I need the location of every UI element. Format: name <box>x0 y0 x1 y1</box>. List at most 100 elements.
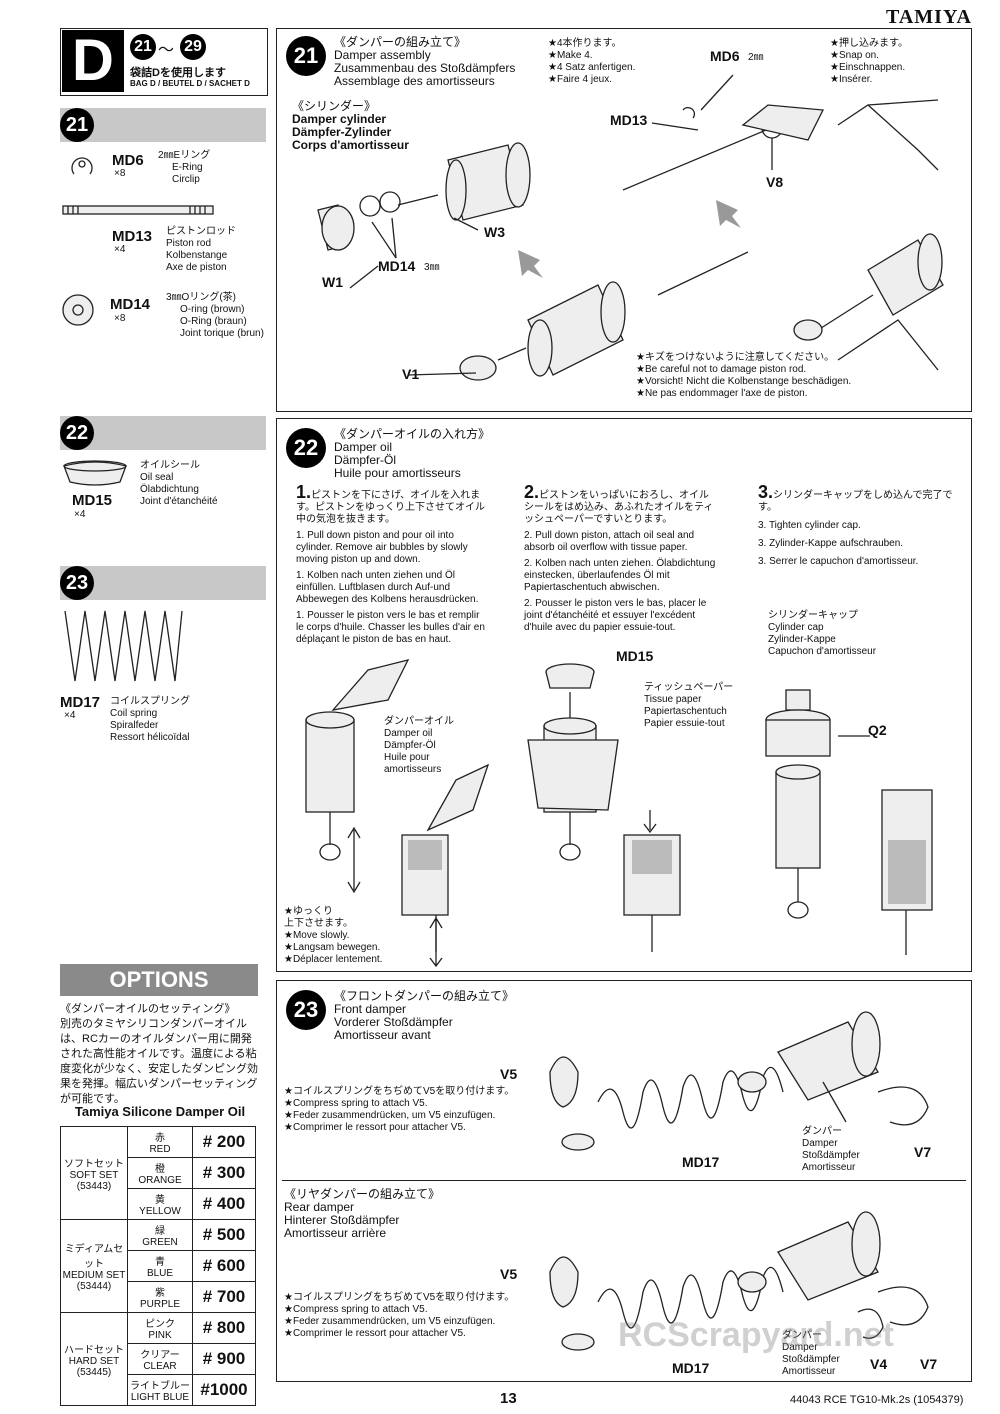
cylinder-cap-drawing <box>765 689 933 955</box>
side-step-23-badge: 23 <box>60 566 94 600</box>
step-21-diagram <box>317 74 944 381</box>
make-four-note: ★4本作ります。★Make 4.★4 Satz anfertigen.★Fair… <box>548 38 636 85</box>
rod-care-note: ★キズをつけないように注意してください。★Be careful not to d… <box>636 352 852 399</box>
e-ring-icon <box>71 157 93 175</box>
front-compress-note: ★コイルスプリングをちぢめてV5を取り付けます。★Compress spring… <box>284 1086 515 1133</box>
piston-rod-drawing <box>622 104 825 191</box>
step-22-badge: 22 <box>286 428 326 468</box>
bag-letter: D <box>62 30 124 92</box>
page-number: 13 <box>500 1390 517 1407</box>
options-heading: OPTIONS <box>60 964 258 996</box>
step-22-diagram <box>305 659 933 968</box>
label-md6: MD6 <box>710 48 740 64</box>
options-subheading: Tamiya Silicone Damper Oil <box>74 1104 246 1119</box>
label-3mm: 3㎜ <box>424 262 440 273</box>
oil-fill-drawing <box>305 659 490 968</box>
oil-seal-install-drawing <box>527 663 681 952</box>
part-md6-code: MD6 <box>112 152 144 169</box>
damper-assembly-drawing <box>459 251 749 381</box>
piston-rod-icon <box>62 205 214 215</box>
brand-logo: TAMIYA <box>885 6 972 28</box>
front-label-md17: MD17 <box>682 1154 720 1170</box>
part-md14-desc: 3㎜Oリング(茶)O-ring (brown)O-Ring (braun)Joi… <box>166 292 264 339</box>
side-step-22-badge: 22 <box>60 416 94 450</box>
front-damper-drawing <box>549 1011 929 1151</box>
step-from-badge: 21 <box>130 34 156 60</box>
part-md13-code: MD13 <box>112 228 153 245</box>
oil-step-3-text: 3.シリンダーキャップをしめ込んで完了です。 3. Tighten cylind… <box>758 482 953 567</box>
bag-en: BAG D / BEUTEL D / SACHET D <box>130 79 250 88</box>
move-slowly-note: ★ゆっくり上下させます。★Move slowly.★Langsam bewege… <box>284 906 383 965</box>
damper-rod-view-drawing <box>793 233 944 371</box>
bag-header <box>60 28 268 96</box>
label-md15: MD15 <box>616 648 654 664</box>
part-md6-qty: ×8 <box>114 168 126 179</box>
rear-label-v5: V5 <box>500 1266 518 1282</box>
step-21-badge: 21 <box>286 36 326 76</box>
rear-label-md17: MD17 <box>672 1360 710 1376</box>
part-md14-code: MD14 <box>110 296 151 313</box>
part-md17-code: MD17 <box>60 694 101 711</box>
oil-step-2-text: 2.ピストンをいっぱいにおろし、オイルシールをはめ込み、あふれたオイルをティッシ… <box>524 482 716 633</box>
side-step-21-badge: 21 <box>60 108 94 142</box>
side-step-22-bar: 22 <box>60 416 266 450</box>
part-md17-qty: ×4 <box>64 710 76 721</box>
oil-step-1-text: 1.ピストンを下にさげ、オイルを入れます。ピストンをゆっくり上下させてオイル中の… <box>296 482 485 645</box>
step-23-badge: 23 <box>286 990 326 1030</box>
part-md14-qty: ×8 <box>114 313 126 324</box>
label-2mm: 2㎜ <box>748 52 764 63</box>
step-to-badge: 29 <box>180 34 206 60</box>
front-label-v7: V7 <box>914 1144 932 1160</box>
rear-label-v7: V7 <box>920 1356 938 1372</box>
part-md13-qty: ×4 <box>114 244 126 255</box>
options-text: 《ダンパーオイルのセッティング》別売のタミヤシリコンダンパーオイルは、RCカーの… <box>60 1003 258 1105</box>
damper-cylinder-drawing <box>317 142 531 251</box>
label-v8: V8 <box>766 174 784 190</box>
front-label-v5: V5 <box>500 1066 518 1082</box>
o-ring-icon <box>62 294 94 326</box>
step-23-diagram <box>549 1011 929 1351</box>
rear-damper-drawing <box>549 1211 929 1351</box>
label-w1: W1 <box>322 274 343 290</box>
rear-label-v4: V4 <box>870 1356 888 1372</box>
label-q2: Q2 <box>868 722 887 738</box>
bag-jp: 袋詰Dを使用します <box>130 67 226 79</box>
section-divider <box>282 1180 966 1181</box>
label-v1: V1 <box>402 366 420 382</box>
coil-spring-icon <box>64 610 183 682</box>
watermark: RCScrapyard.net <box>618 1316 894 1354</box>
oil-seal-icon <box>63 460 127 486</box>
snap-on-note: ★押し込みます。★Snap on.★Einschnappen.★Insérer. <box>830 38 908 85</box>
part-md15-code: MD15 <box>72 492 113 509</box>
part-md15-qty: ×4 <box>74 509 86 520</box>
label-md14: MD14 <box>378 258 416 274</box>
side-step-21-bar: 21 <box>60 108 266 142</box>
step-tilde: ～ <box>158 42 175 59</box>
label-w3: W3 <box>484 224 505 240</box>
